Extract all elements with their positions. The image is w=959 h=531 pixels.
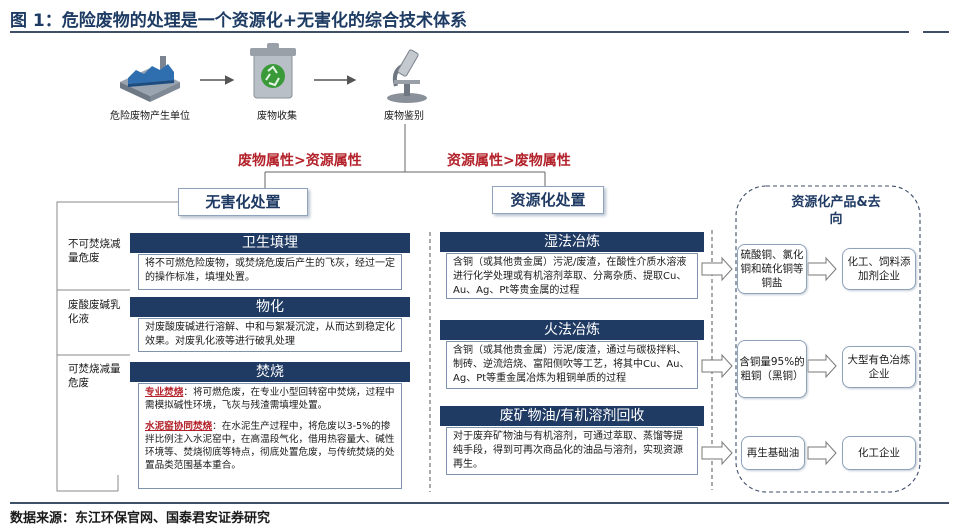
incineration-professional-body: ：将可燃危废，在专业小型回转窑中焚烧，过程中需模拟碱性环境，飞灰与残渣需填埋处置… [145, 387, 395, 411]
right-branch-label: 资源属性>废物属性 [447, 153, 571, 169]
incineration-header: 焚烧 [130, 362, 410, 382]
figure-title: 图 1：危险废物的处理是一个资源化+无害化的综合技术体系 [10, 11, 467, 31]
incineration-text: 专业焚烧：将可燃危废，在专业小型回转窑中焚烧，过程中需模拟碱性环境，飞灰与残渣需… [138, 383, 402, 489]
destination-chemical: 化工企业 [842, 436, 916, 470]
destination-chemical-feed: 化工、饲料添加剂企业 [842, 248, 916, 290]
wet-smelting-text: 含铜（或其他贵金属）污泥/废渣，在酸性介质水溶液进行化学处理或有机溶剂萃取、分离… [446, 253, 698, 299]
figure-source: 数据来源：东江环保官网、国泰君安证券研究 [10, 511, 271, 526]
landfill-header: 卫生填埋 [130, 233, 410, 253]
side-label-physchem: 废酸废碱乳化液 [68, 299, 121, 325]
destination-smelter: 大型有色冶炼企业 [842, 346, 916, 388]
side-label-landfill: 不可焚烧减量危废 [68, 238, 121, 264]
fire-smelting-header: 火法冶炼 [440, 320, 704, 340]
incineration-professional: 专业焚烧：将可燃危废，在专业小型回转窑中焚烧，过程中需模拟碱性环境，飞灰与残渣需… [145, 386, 395, 412]
product-base-oil: 再生基础油 [741, 436, 805, 470]
physchem-text: 对废酸废碱进行溶解、中和与絮凝沉淀，从而达到稳定化效果。对废乳化液等进行破乳处理 [138, 318, 402, 352]
top-caption-producer: 危险废物产生单位 [110, 111, 190, 122]
incineration-cement: 水泥窑协同焚烧：在水泥生产过程中，将危废以3-5%的掺拌比例注入水泥窑中，在高温… [145, 420, 395, 472]
incineration-cement-body: ：在水泥生产过程中，将危废以3-5%的掺拌比例注入水泥窑中，在高温段气化，借用热… [145, 421, 395, 471]
oil-recovery-text: 对于废弃矿物油与有机溶剂，可通过萃取、蒸馏等提纯手段，得到可再次商品化的油品与溶… [446, 427, 698, 475]
left-branch-label: 废物属性>资源属性 [238, 153, 362, 169]
products-title: 资源化产品&去向 [791, 195, 881, 227]
physchem-header: 物化 [130, 297, 410, 317]
landfill-text: 将不可燃危险废物，或焚烧危废后产生的飞灰，经过一定的操作标准，填埋处置。 [138, 254, 402, 290]
resource-section-title: 资源化处置 [492, 186, 604, 214]
top-caption-collection: 废物收集 [257, 111, 297, 122]
product-copper-salts: 硫酸铜、氯化铜和硫化铜等铜盐 [737, 244, 807, 294]
factory-icon [120, 56, 180, 102]
side-label-incineration: 可焚烧减量危废 [68, 363, 121, 389]
fire-smelting-text: 含铜（或其他贵金属）污泥/废渣，通过与碳极拌料、制砖、逆流焙烧、富阳侧吹等工艺，… [446, 341, 698, 389]
source-rule [10, 502, 949, 504]
top-caption-identification: 废物鉴别 [384, 111, 424, 122]
incineration-professional-head: 专业焚烧 [145, 387, 184, 398]
product-crude-copper: 含铜量95%的粗铜（黑铜） [737, 340, 807, 398]
recycle-bin-icon [250, 43, 296, 99]
microscope-icon [387, 49, 427, 103]
title-rule-right [923, 31, 949, 33]
incineration-cement-head: 水泥窑协同焚烧 [145, 421, 213, 432]
wet-smelting-header: 湿法冶炼 [440, 232, 704, 252]
title-rule [10, 31, 909, 33]
harmless-section-title: 无害化处置 [178, 188, 308, 216]
oil-recovery-header: 废矿物油/有机溶剂回收 [440, 406, 704, 426]
